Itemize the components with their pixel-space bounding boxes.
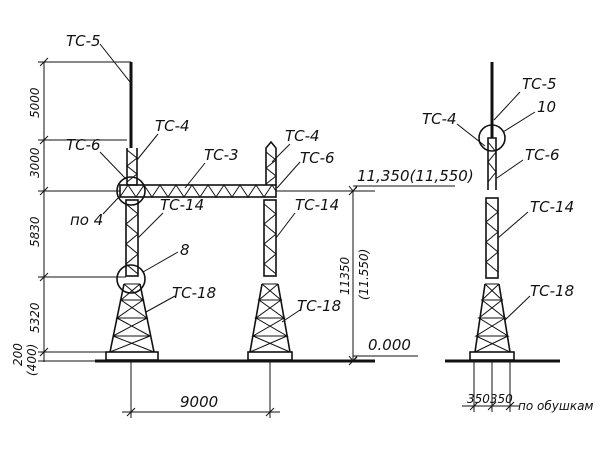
label-po4: по 4 bbox=[70, 211, 103, 229]
label-side-tc14: TC-14 bbox=[530, 198, 574, 216]
right-tc14-section bbox=[263, 199, 277, 277]
label-side-tc5: TC-5 bbox=[522, 75, 557, 93]
dim-200: 200 bbox=[11, 343, 25, 366]
side-base-dimension bbox=[462, 361, 520, 412]
dim-5830: 5830 bbox=[28, 216, 42, 247]
elevation-ground: 0.000 bbox=[368, 336, 411, 354]
elevation-ground-mark bbox=[348, 355, 418, 362]
right-tc18-section bbox=[247, 283, 293, 361]
label-tc18-left: TC-18 bbox=[172, 284, 216, 302]
dim-5320: 5320 bbox=[28, 302, 42, 333]
label-tc6-left: TC-6 bbox=[66, 136, 101, 154]
side-tower bbox=[469, 62, 515, 361]
label-tc4-left: TC-4 bbox=[155, 117, 190, 135]
left-tower bbox=[105, 62, 159, 361]
side-tc18-section bbox=[469, 283, 515, 361]
right-tower bbox=[247, 140, 293, 361]
label-tc6-right: TC-6 bbox=[300, 149, 335, 167]
dim-9000: 9000 bbox=[180, 393, 218, 411]
label-tc14-left: TC-14 bbox=[160, 196, 204, 214]
dim-11350: 11350 bbox=[338, 256, 352, 295]
label-tc18-right: TC-18 bbox=[297, 297, 341, 315]
label-tc3: TC-3 bbox=[204, 146, 239, 164]
node-circle-10 bbox=[478, 124, 506, 152]
label-side-10: 10 bbox=[537, 98, 556, 116]
side-tc4-section bbox=[487, 137, 497, 190]
dim-5000: 5000 bbox=[28, 87, 42, 118]
label-tc5-left: TC-5 bbox=[66, 32, 101, 50]
dim-3000: 3000 bbox=[28, 147, 42, 178]
left-dimension-chain bbox=[38, 57, 131, 362]
label-8: 8 bbox=[180, 241, 190, 259]
elevation-top: 11,350(11,550) bbox=[357, 167, 474, 185]
label-tc14-right: TC-14 bbox=[295, 196, 339, 214]
node-circle-8 bbox=[116, 264, 146, 294]
side-dim-base: 350350 bbox=[467, 392, 513, 406]
node-circle-po4 bbox=[116, 176, 146, 206]
side-dim-note: по обушкам bbox=[518, 399, 593, 413]
label-side-tc4: TC-4 bbox=[422, 110, 457, 128]
label-tc4-right: TC-4 bbox=[285, 127, 320, 145]
elevation-top-mark bbox=[348, 185, 455, 192]
label-side-tc6: TC-6 bbox=[525, 146, 560, 164]
dim-400: (400) bbox=[25, 344, 39, 376]
span-dimension bbox=[122, 361, 280, 418]
left-tc18-section bbox=[105, 283, 159, 361]
label-side-tc18: TC-18 bbox=[530, 282, 574, 300]
dim-11550: (11.550) bbox=[357, 249, 371, 300]
